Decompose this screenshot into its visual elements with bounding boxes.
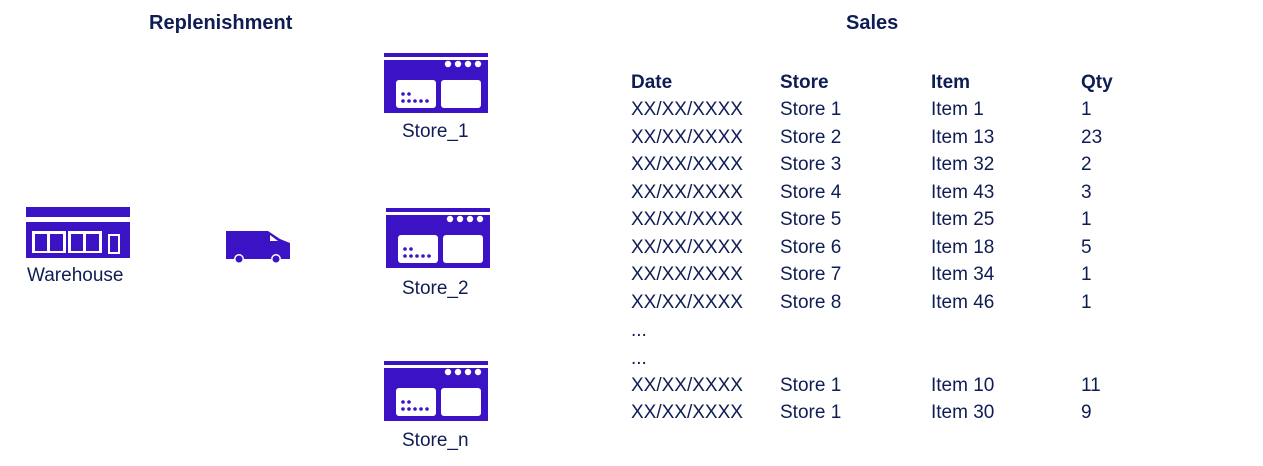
- cell-qty: 5: [1081, 237, 1092, 258]
- column-header-qty: Qty: [1081, 72, 1113, 93]
- warehouse-icon: [26, 207, 132, 259]
- cell-item: Item 18: [931, 237, 995, 258]
- cell-date: XX/XX/XXXX: [631, 375, 743, 396]
- store-icon: [386, 208, 490, 268]
- column-header-date: Date: [631, 72, 673, 93]
- cell-qty: 1: [1081, 292, 1092, 313]
- cell-item: Item 46: [931, 292, 995, 313]
- store-n-label: Store_n: [402, 430, 469, 451]
- cell-item: Item 25: [931, 209, 995, 230]
- cell-qty: 3: [1081, 182, 1092, 203]
- cell-qty: 9: [1081, 402, 1092, 423]
- cell-qty: 1: [1081, 209, 1092, 230]
- cell-qty: 11: [1081, 375, 1101, 396]
- cell-store: Store 7: [780, 264, 842, 285]
- cell-date: XX/XX/XXXX: [631, 292, 743, 313]
- store-1-label: Store_1: [402, 121, 469, 142]
- cell-item: Item 1: [931, 99, 984, 120]
- cell-item: Item 13: [931, 127, 995, 148]
- cell-store: Store 4: [780, 182, 842, 203]
- store-icon: [384, 361, 488, 421]
- cell-store: Store 6: [780, 237, 842, 258]
- cell-ellipsis: ...: [631, 320, 647, 341]
- sales-title: Sales: [846, 12, 899, 34]
- cell-store: Store 5: [780, 209, 842, 230]
- column-header-item: Item: [931, 72, 971, 93]
- cell-item: Item 34: [931, 264, 995, 285]
- cell-date: XX/XX/XXXX: [631, 154, 743, 175]
- cell-date: XX/XX/XXXX: [631, 402, 743, 423]
- cell-store: Store 3: [780, 154, 842, 175]
- cell-qty: 23: [1081, 127, 1103, 148]
- cell-qty: 2: [1081, 154, 1092, 175]
- cell-store: Store 1: [780, 375, 842, 396]
- cell-item: Item 32: [931, 154, 995, 175]
- store-icon: [384, 53, 488, 113]
- cell-store: Store 1: [780, 99, 842, 120]
- cell-date: XX/XX/XXXX: [631, 237, 743, 258]
- cell-store: Store 1: [780, 402, 842, 423]
- cell-item: Item 10: [931, 375, 995, 396]
- store-2-label: Store_2: [402, 278, 469, 299]
- cell-item: Item 30: [931, 402, 995, 423]
- cell-date: XX/XX/XXXX: [631, 209, 743, 230]
- warehouse-label: Warehouse: [27, 265, 124, 286]
- delivery-truck-icon: [224, 229, 292, 265]
- column-header-store: Store: [780, 72, 829, 93]
- cell-qty: 1: [1081, 99, 1092, 120]
- replenishment-title: Replenishment: [149, 12, 293, 34]
- cell-ellipsis: ...: [631, 348, 647, 369]
- cell-item: Item 43: [931, 182, 995, 203]
- cell-date: XX/XX/XXXX: [631, 99, 743, 120]
- cell-store: Store 8: [780, 292, 842, 313]
- cell-date: XX/XX/XXXX: [631, 264, 743, 285]
- cell-date: XX/XX/XXXX: [631, 182, 743, 203]
- cell-store: Store 2: [780, 127, 842, 148]
- cell-qty: 1: [1081, 264, 1092, 285]
- cell-date: XX/XX/XXXX: [631, 127, 743, 148]
